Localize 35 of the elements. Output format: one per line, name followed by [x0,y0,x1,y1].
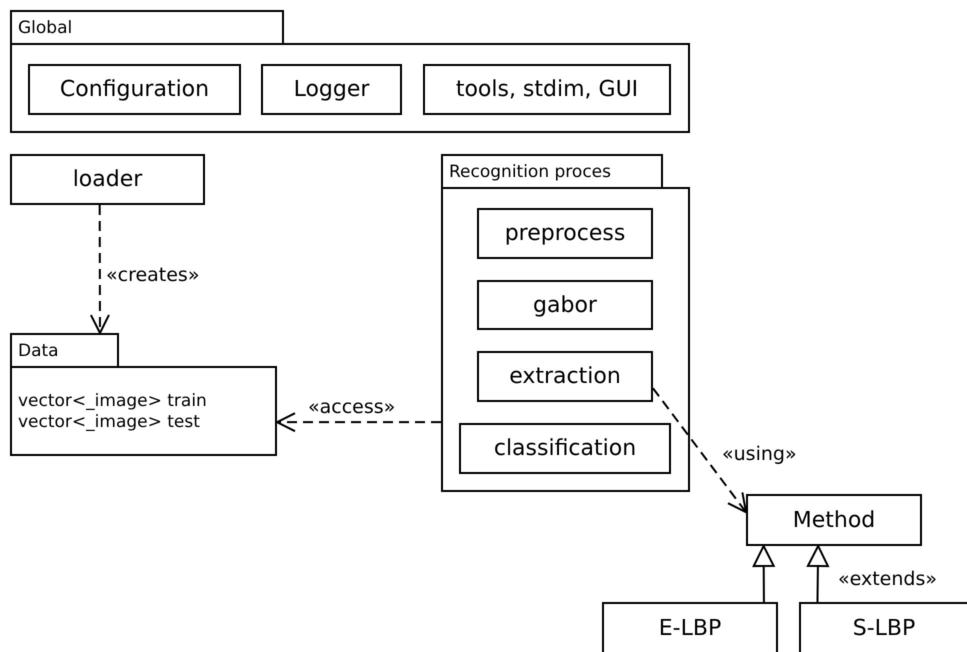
class-box [477,351,653,402]
attribute-text: vector<_image> train [18,390,207,412]
class-box [602,602,778,652]
attribute-text: vector<_image> test [18,412,201,432]
class-box [459,423,671,474]
class-name: gabor [533,292,597,318]
class-box [477,208,653,259]
generalization-arrow [806,545,829,602]
class-name: Method [792,508,876,532]
class-name: E-LBP [658,616,722,640]
class-name: tools, stdim, GUI [456,77,638,102]
package-frame [441,154,690,492]
class-box [10,154,205,205]
dependency-arrow [90,205,110,334]
class-name: classification [494,436,636,461]
package-title: Data [18,341,59,361]
class-name: S-LBP [852,616,916,640]
package-title: Global [18,18,72,38]
dependency-arrow [276,412,441,432]
package-title: Recognition proces [449,162,611,182]
class-box [261,64,402,115]
class-name: preprocess [504,221,626,246]
class-name: extraction [509,364,621,389]
class-name: Logger [294,77,370,102]
package-frame [10,10,690,133]
dependency-arrow [652,388,747,514]
package-frame [10,333,277,456]
class-name: loader [72,167,142,192]
class-box [746,494,922,546]
generalization-arrow [752,545,775,602]
class-name: Configuration [60,77,210,102]
class-box [477,280,653,330]
class-box [423,64,671,115]
class-box [799,602,967,652]
class-box [28,64,241,115]
